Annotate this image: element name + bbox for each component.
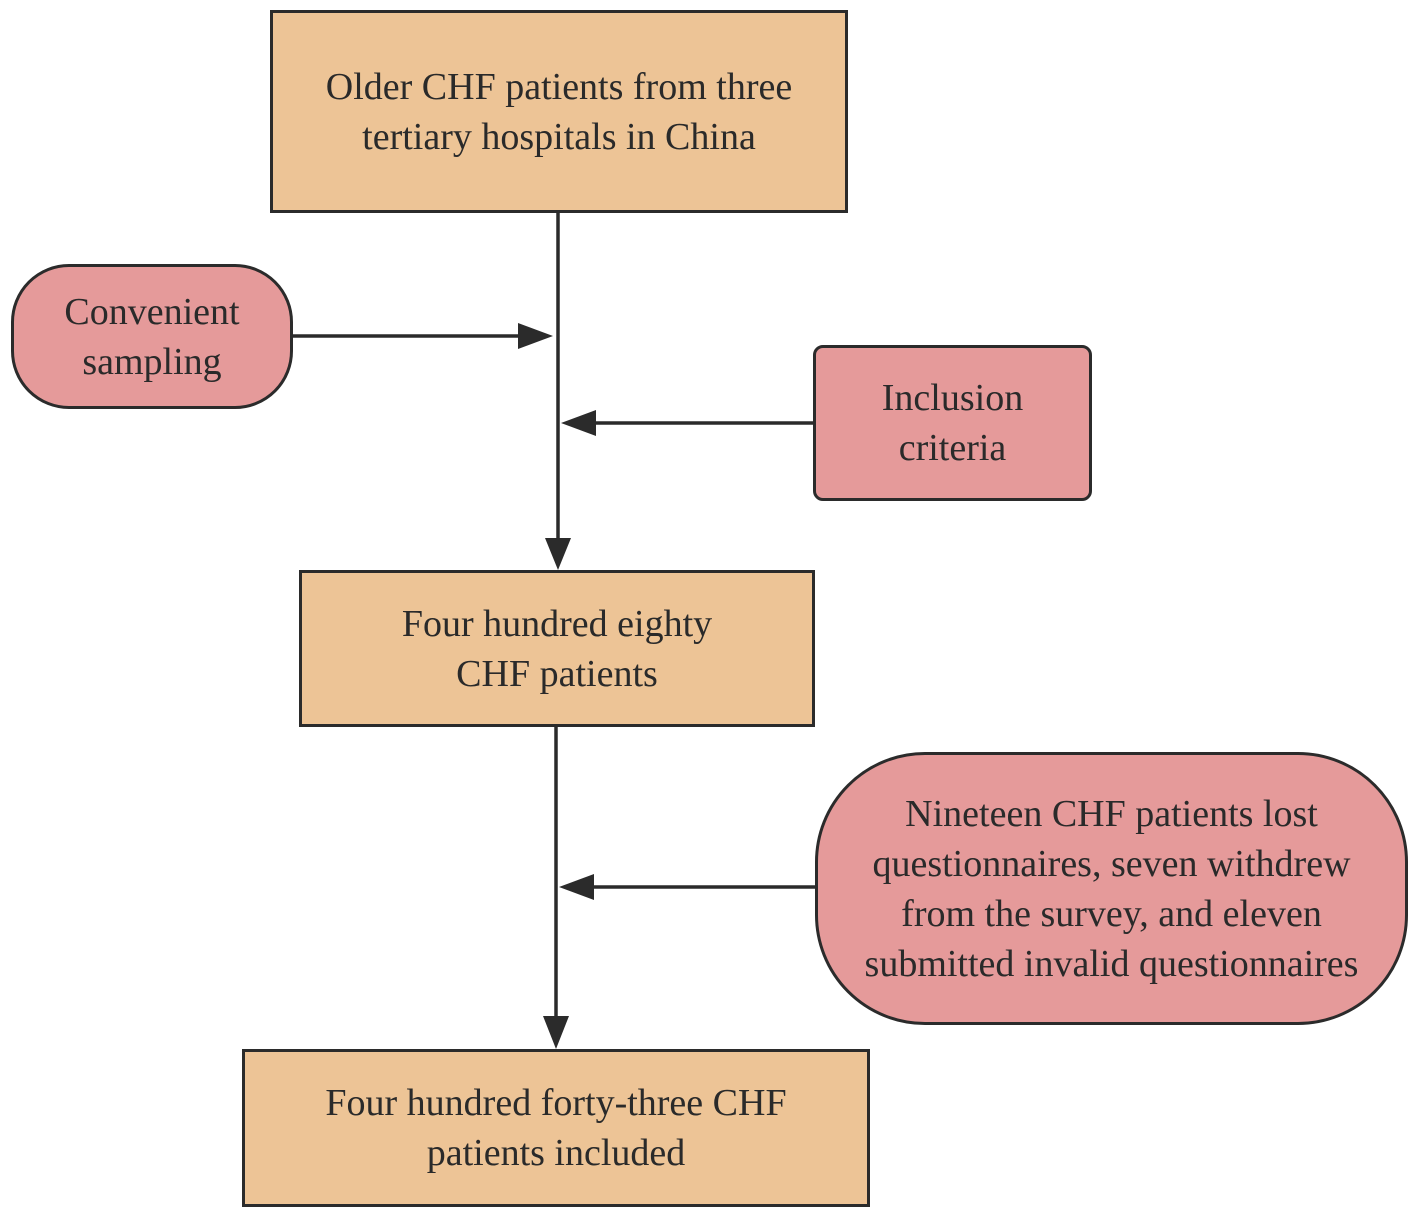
excluded-patients-label: Nineteen CHF patients lost questionnaire… [864, 792, 1359, 985]
arrowhead-eligible [545, 538, 571, 570]
inclusion-criteria-label: Inclusion criteria [881, 377, 1024, 469]
arrowhead-inclusion [561, 410, 596, 436]
arrowhead-final [543, 1016, 569, 1049]
sampling-method-label: Convenient sampling [64, 290, 240, 383]
included-patients-label: Four hundred forty-three CHF patients in… [325, 1082, 787, 1174]
source-population-box: Older CHF patients from three tertiary h… [270, 10, 848, 213]
sampling-method-box: Convenient sampling [11, 264, 293, 409]
excluded-patients-box: Nineteen CHF patients lost questionnaire… [815, 752, 1408, 1025]
eligible-patients-label: Four hundred eighty CHF patients [401, 602, 713, 695]
eligible-patients-box: Four hundred eighty CHF patients [299, 570, 815, 727]
included-patients-box: Four hundred forty-three CHF patients in… [242, 1049, 870, 1207]
source-population-label: Older CHF patients from three tertiary h… [325, 65, 793, 158]
arrowhead-sampling [518, 323, 553, 349]
arrowhead-excluded [559, 874, 594, 900]
inclusion-criteria-box: Inclusion criteria [813, 345, 1092, 501]
